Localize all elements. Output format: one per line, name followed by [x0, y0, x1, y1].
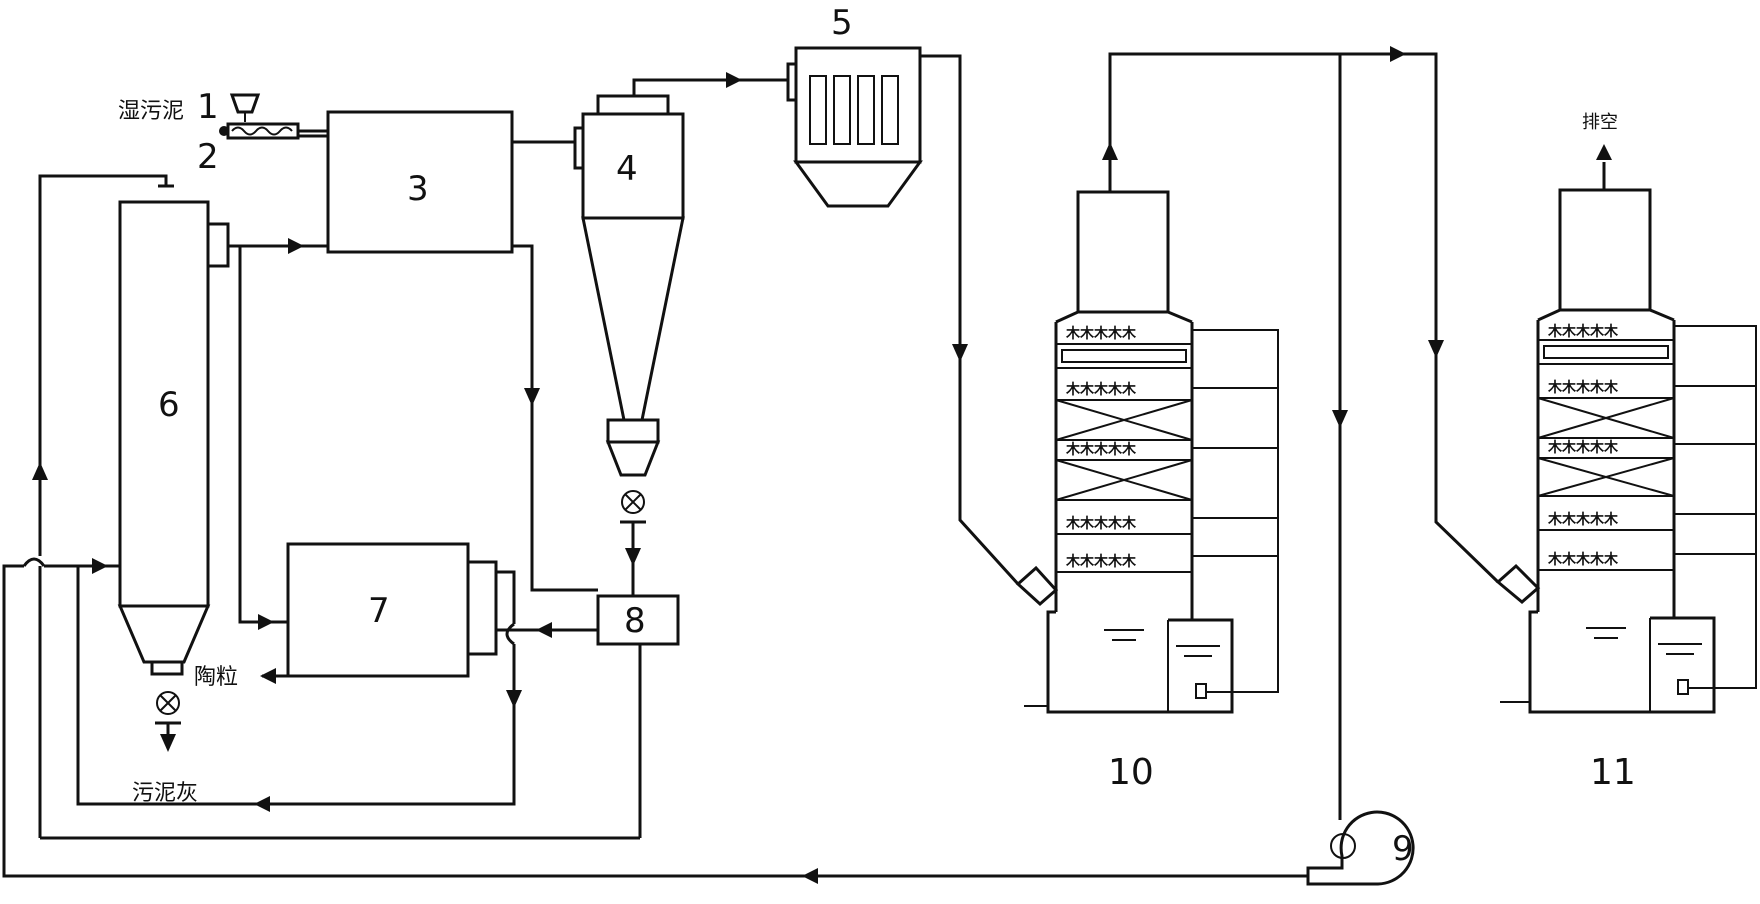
equipment-9-number: 9 [1392, 829, 1414, 869]
scrubber-10: 木木木木木 木木木木木 木木木木木 木木木木木 木木木木木 [1015, 190, 1279, 714]
nozzle-row: 木木木木木 [1547, 551, 1619, 568]
calciner-6 [117, 184, 230, 725]
ceramsite-label: 陶粒 [194, 665, 238, 690]
process-piping [2, 52, 1606, 878]
scrubber-11: 木木木木木 木木木木木 木木木木木 木木木木木 木木木木木 [1495, 188, 1757, 714]
fan-9 [1306, 810, 1415, 886]
equipment-5-number: 5 [831, 3, 853, 43]
nozzle-row: 木木木木木 [1065, 515, 1137, 532]
equipment-3-number: 3 [407, 169, 429, 209]
nozzle-row: 木木木木木 [1065, 553, 1137, 570]
flow-arrows [32, 46, 1612, 884]
equipment-6-number: 6 [158, 385, 180, 425]
nozzle-row: 木木木木木 [1547, 439, 1619, 456]
equipment-8-number: 8 [624, 601, 646, 641]
nozzle-row: 木木木木木 [1065, 441, 1137, 458]
mixer-8 [596, 594, 680, 646]
dryer-3 [326, 110, 514, 254]
equipment-1-number: 1 [197, 87, 219, 127]
equipment-11-number: 11 [1590, 752, 1636, 793]
wet-sludge-label: 湿污泥 [118, 99, 184, 124]
vent-label: 排空 [1582, 112, 1618, 133]
equipment-2-number: 2 [197, 137, 219, 177]
cooler-7 [286, 542, 498, 678]
sludge-ash-label: 污泥灰 [132, 781, 198, 806]
nozzle-row: 木木木木木 [1547, 511, 1619, 528]
bag-filter-5 [786, 46, 923, 208]
cyclone-4 [573, 94, 685, 524]
equipment-7-number: 7 [368, 591, 390, 631]
equipment-10-number: 10 [1108, 752, 1154, 793]
nozzle-row: 木木木木木 [1547, 379, 1619, 396]
equipment-4-number: 4 [616, 149, 638, 189]
nozzle-row: 木木木木木 [1547, 323, 1619, 340]
nozzle-row: 木木木木木 [1065, 325, 1137, 342]
nozzle-row: 木木木木木 [1065, 381, 1137, 398]
hopper-feeder [219, 93, 328, 140]
